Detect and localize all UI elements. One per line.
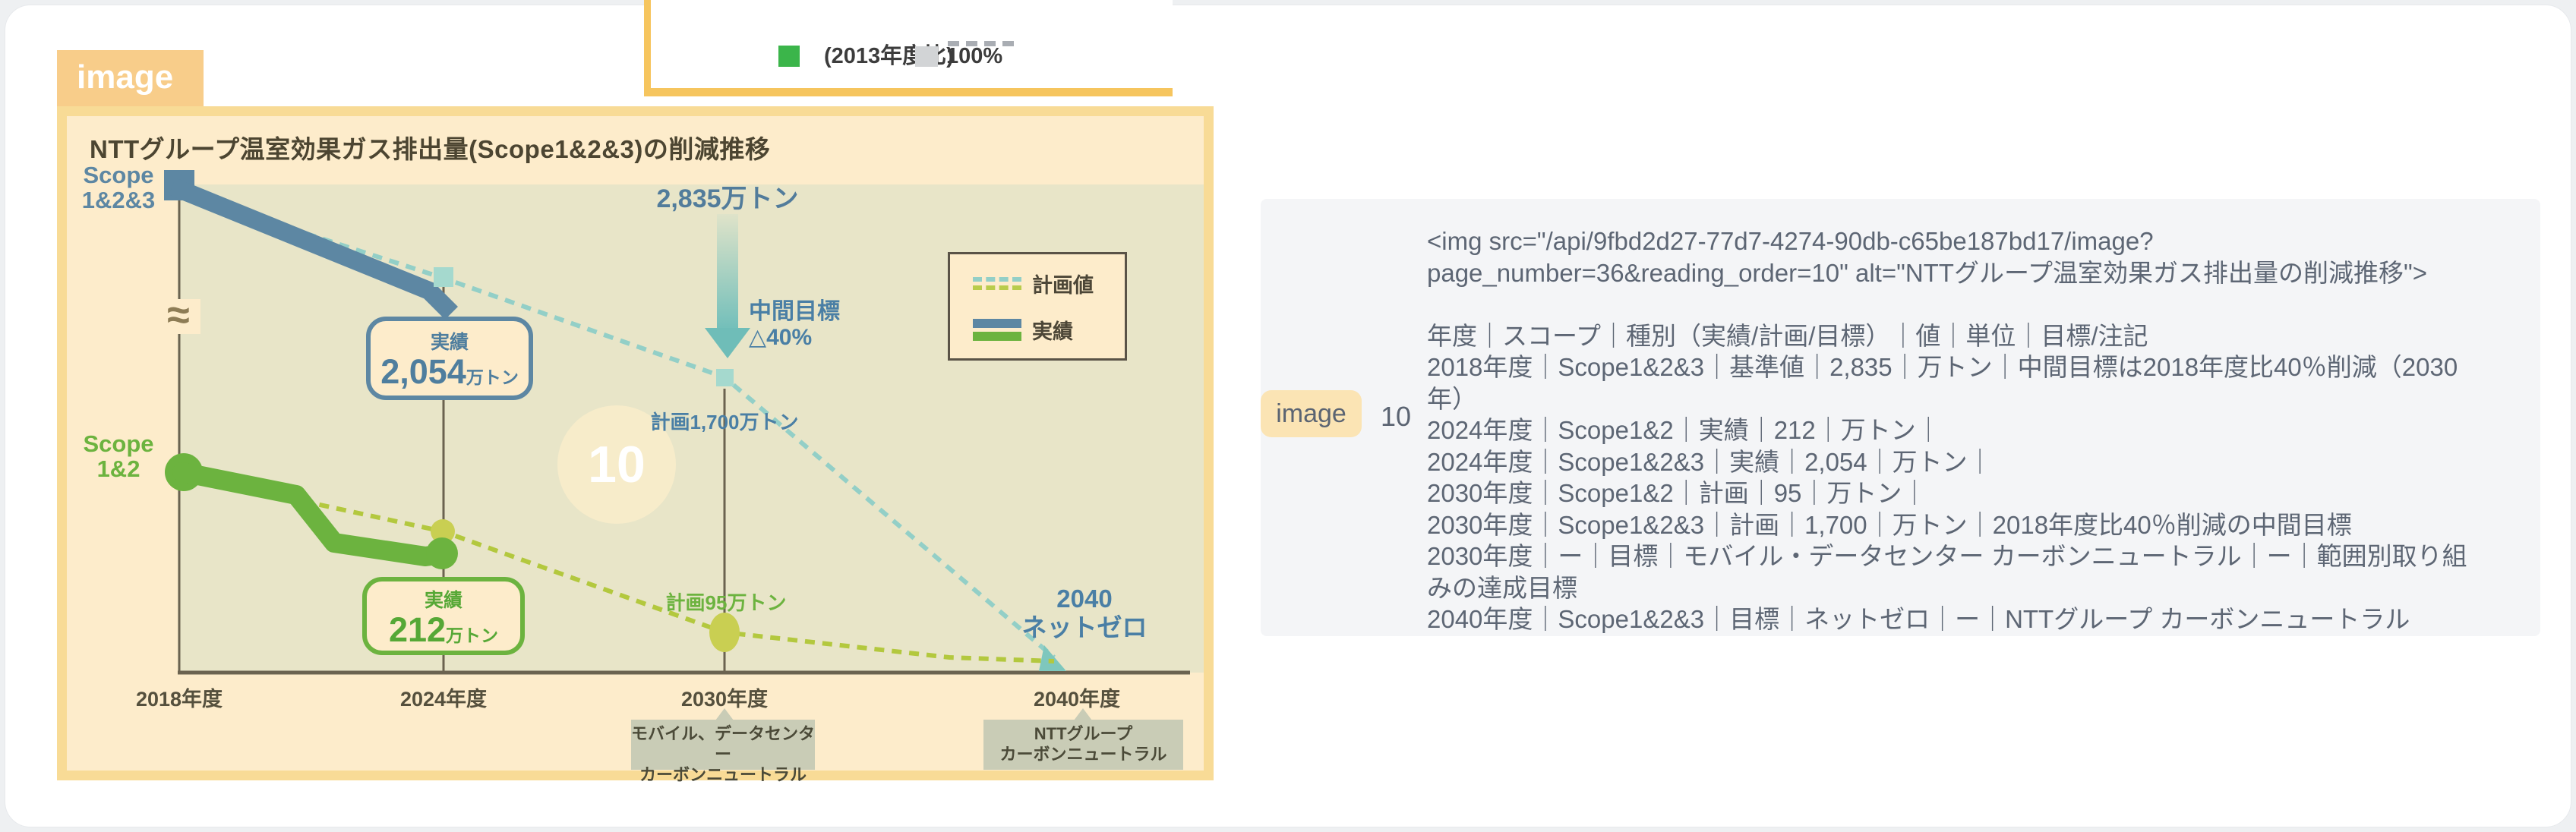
clipped-text-fragment bbox=[1002, 41, 1014, 46]
actual-line-icon bbox=[973, 318, 1021, 341]
legend-row-plan: 計画値 bbox=[973, 269, 1125, 298]
legend-row-actual: 実績 bbox=[973, 315, 1125, 345]
midgoal-line: 中間目標 bbox=[749, 299, 840, 324]
callout-pointer-icon bbox=[715, 708, 734, 720]
reading-order-number: 10 bbox=[1381, 401, 1412, 432]
callout-pointer-icon bbox=[1074, 708, 1092, 720]
plan-line-icon bbox=[973, 276, 1021, 290]
goal-line: NTTグループ bbox=[1034, 724, 1133, 743]
x-tick-2024: 2024年度 bbox=[399, 688, 488, 711]
legend-label: 実績 bbox=[1032, 320, 1073, 343]
series-label-scope123: Scope 1&2&3 bbox=[73, 162, 164, 213]
element-type-badge[interactable]: image bbox=[1261, 390, 1362, 437]
plan-1700-label: 計画1,700万トン bbox=[650, 411, 799, 433]
baseline-value-label: 2,835万トン bbox=[656, 184, 799, 213]
goal-line: モバイル、データセンター bbox=[631, 724, 816, 764]
clipped-text-fragment bbox=[984, 41, 996, 46]
goal-line: カーボンニュートラル bbox=[639, 765, 807, 784]
x-tick-2018: 2018年度 bbox=[135, 688, 223, 711]
series-label-line: Scope bbox=[83, 430, 154, 457]
percent-label: 100% bbox=[946, 44, 1003, 68]
green-swatch-icon bbox=[778, 46, 800, 67]
callout-label: 実績 bbox=[424, 590, 462, 611]
callout-value: 212 bbox=[388, 610, 447, 649]
plan-95-label: 計画95万トン bbox=[665, 591, 787, 614]
series-label-line: 1&2&3 bbox=[81, 187, 156, 213]
clipped-legend-strip bbox=[644, 0, 1173, 96]
callout-value-row: 2,054万トン bbox=[371, 355, 529, 389]
midgoal-arrow-shaft bbox=[717, 214, 738, 329]
x-tick-2030: 2030年度 bbox=[680, 688, 769, 711]
netzero-line: ネットゼロ bbox=[1021, 613, 1148, 641]
clipped-text-fragment bbox=[966, 41, 977, 46]
goal-line: カーボンニュートラル bbox=[999, 745, 1167, 764]
image-region-tag[interactable]: image bbox=[57, 50, 204, 106]
callout-value-row: 212万トン bbox=[367, 613, 520, 648]
callout-unit: 万トン bbox=[446, 626, 499, 645]
extracted-text-panel bbox=[1261, 199, 2540, 636]
callout-value: 2,054 bbox=[380, 352, 466, 391]
midgoal-arrow-icon bbox=[705, 328, 750, 358]
goal-2040-callout: NTTグループ カーボンニュートラル bbox=[983, 720, 1183, 770]
x-tick-2040: 2040年度 bbox=[1033, 688, 1121, 711]
series-label-line: Scope bbox=[83, 162, 154, 188]
gray-swatch-icon bbox=[915, 46, 938, 67]
series-label-line: 1&2 bbox=[96, 455, 140, 482]
legend-label: 計画値 bbox=[1032, 273, 1094, 297]
clipped-text-fragment bbox=[948, 41, 959, 46]
netzero-label: 2040 ネットゼロ bbox=[1001, 585, 1168, 642]
midgoal-line: △40% bbox=[749, 325, 813, 350]
callout-label: 実績 bbox=[430, 332, 469, 353]
actual-2054-callout: 実績 2,054万トン bbox=[366, 317, 533, 400]
axis-break-icon: ≈ bbox=[156, 295, 200, 336]
chart-legend: 計画値 実績 bbox=[948, 252, 1127, 361]
goal-2030-callout: モバイル、データセンター カーボンニュートラル bbox=[631, 720, 816, 784]
series-label-scope12: Scope 1&2 bbox=[73, 431, 164, 481]
actual-212-callout: 実績 212万トン bbox=[362, 577, 525, 655]
callout-unit: 万トン bbox=[466, 367, 519, 387]
extracted-text-content: <img src="/api/9fbd2d27-77d7-4274-90db-c… bbox=[1427, 227, 2467, 633]
netzero-line: 2040 bbox=[1056, 585, 1113, 613]
chart-title: NTTグループ温室効果ガス排出量(Scope1&2&3)の削減推移 bbox=[90, 135, 771, 163]
midgoal-label: 中間目標 △40% bbox=[749, 299, 840, 351]
